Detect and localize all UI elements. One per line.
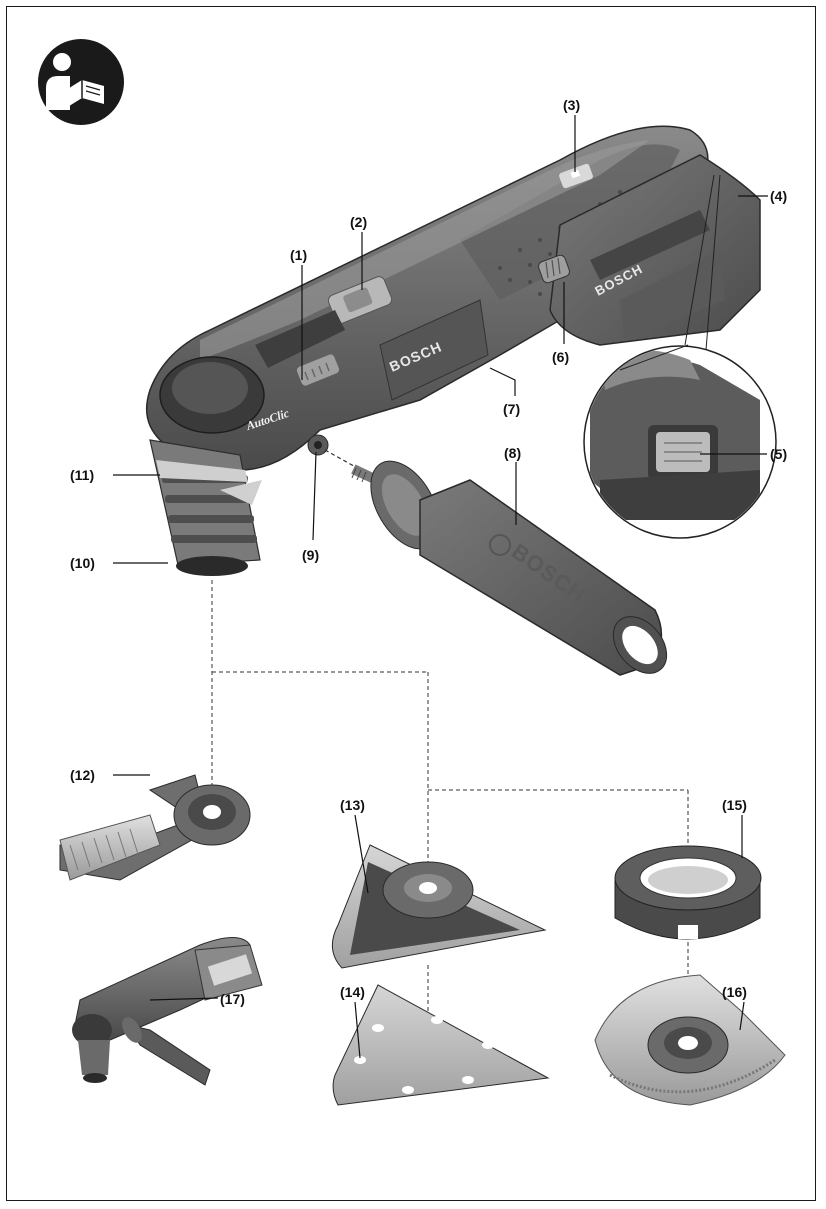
read-manual-icon bbox=[38, 39, 124, 125]
callout-2: (2) bbox=[350, 214, 367, 230]
callout-13: (13) bbox=[340, 797, 365, 813]
callout-10: (10) bbox=[70, 555, 95, 571]
tool-holder bbox=[176, 556, 248, 576]
auxiliary-handle: BOSCH bbox=[324, 449, 668, 676]
callout-6: (6) bbox=[552, 349, 569, 365]
sanding-plate bbox=[331, 844, 547, 969]
adapter-ring bbox=[614, 845, 762, 940]
callout-9: (9) bbox=[302, 547, 319, 563]
callout-17: (17) bbox=[220, 991, 245, 1007]
callout-14: (14) bbox=[340, 984, 365, 1000]
callout-8: (8) bbox=[504, 445, 521, 461]
multi-tool-body: BOSCH AutoClic BOSCH bbox=[145, 125, 761, 576]
sanding-sheet bbox=[332, 984, 550, 1106]
callout-12: (12) bbox=[70, 767, 95, 783]
callout-4: (4) bbox=[770, 188, 787, 204]
depth-guide bbox=[220, 480, 262, 505]
callout-1: (1) bbox=[290, 247, 307, 263]
battery-release-detail bbox=[583, 174, 777, 539]
callout-labels: (1) (2) (3) (4) (5) (6) (7) (8) (9) (10)… bbox=[70, 97, 787, 1007]
autoclic-lever bbox=[255, 310, 345, 368]
segment-saw-blade bbox=[594, 974, 786, 1106]
callout-15: (15) bbox=[722, 797, 747, 813]
callout-3: (3) bbox=[563, 97, 580, 113]
assembled-tool-thumbnail bbox=[72, 937, 263, 1086]
plunge-saw-blade bbox=[59, 774, 251, 881]
callout-7: (7) bbox=[503, 401, 520, 417]
callout-5: (5) bbox=[770, 446, 787, 462]
leader-lines bbox=[113, 115, 768, 1059]
callout-11: (11) bbox=[70, 467, 94, 483]
callout-16: (16) bbox=[722, 984, 747, 1000]
assembly-guides bbox=[211, 580, 689, 1055]
